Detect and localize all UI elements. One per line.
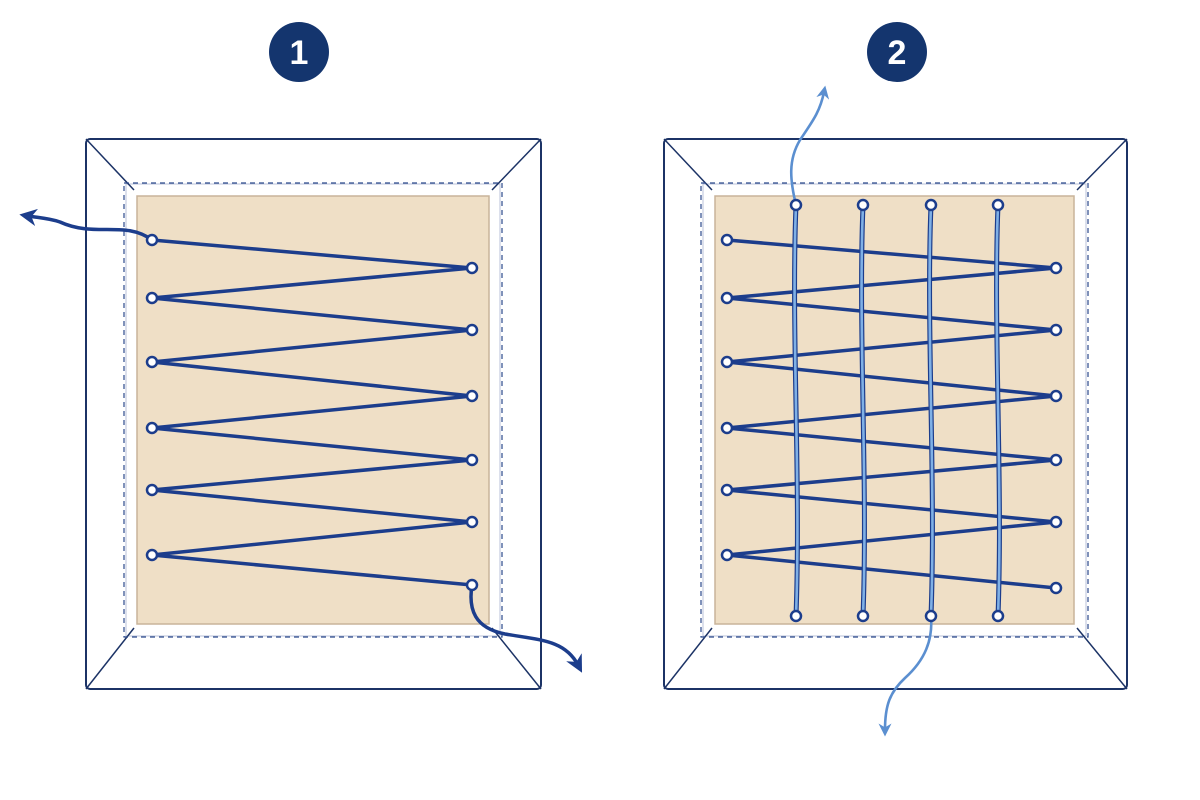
eyelet xyxy=(720,421,734,435)
eyelet xyxy=(991,198,1005,212)
eyelet xyxy=(465,453,479,467)
eyelet xyxy=(145,355,159,369)
eyelet xyxy=(1049,323,1063,337)
eyelet xyxy=(720,291,734,305)
eyelet xyxy=(924,609,938,623)
vertical-thread xyxy=(860,203,866,618)
eyelet xyxy=(465,515,479,529)
eyelet xyxy=(145,233,159,247)
eyelet xyxy=(720,233,734,247)
eyelet xyxy=(465,578,479,592)
eyelet xyxy=(991,609,1005,623)
eyelet xyxy=(145,421,159,435)
eyelet xyxy=(465,323,479,337)
eyelet xyxy=(145,548,159,562)
eyelet xyxy=(1049,261,1063,275)
vertical-thread xyxy=(995,203,1001,618)
thread-exit-top-2 xyxy=(789,85,830,207)
eyelet xyxy=(856,198,870,212)
dashed-outline-1 xyxy=(123,182,503,638)
vertical-thread xyxy=(793,203,799,618)
eyelet xyxy=(145,291,159,305)
vertical-threads-2 xyxy=(789,85,1002,737)
eyelets-1 xyxy=(145,233,479,592)
eyelet xyxy=(720,355,734,369)
eyelets-2 xyxy=(720,198,1063,623)
vertical-thread xyxy=(928,203,934,618)
eyelet xyxy=(145,483,159,497)
panel-2: 2 xyxy=(663,22,1128,737)
eyelet xyxy=(720,483,734,497)
step-label-2: 2 xyxy=(888,34,907,72)
eyelet xyxy=(465,389,479,403)
zigzag-thread-1 xyxy=(19,208,583,673)
dashed-outline-2 xyxy=(700,182,1089,638)
eyelet xyxy=(1049,389,1063,403)
step-label-1: 1 xyxy=(290,34,309,72)
eyelet xyxy=(789,609,803,623)
step-badge-2: 2 xyxy=(867,22,927,82)
eyelet xyxy=(789,198,803,212)
eyelet xyxy=(924,198,938,212)
eyelet xyxy=(1049,453,1063,467)
eyelet xyxy=(856,609,870,623)
frame-2 xyxy=(663,138,1128,690)
panel-1: 1 xyxy=(19,22,583,690)
backing-board-1 xyxy=(136,195,490,625)
eyelet xyxy=(1049,515,1063,529)
eyelet xyxy=(1049,581,1063,595)
eyelet xyxy=(720,548,734,562)
thread-exit-left-1 xyxy=(19,208,154,242)
frame-1 xyxy=(85,138,542,690)
step-badge-1: 1 xyxy=(269,22,329,82)
eyelet xyxy=(465,261,479,275)
thread-exit-right-1 xyxy=(469,583,583,673)
thread-exit-bottom-2 xyxy=(878,614,933,737)
